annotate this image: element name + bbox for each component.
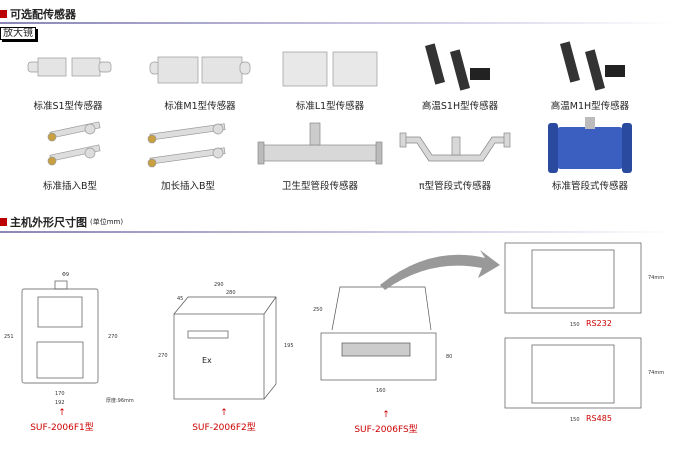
dim-label: 250 [313,307,323,313]
sensor-m1h-image [559,41,625,91]
sensor-l1-image [282,51,378,87]
model-name: SUF-2006FS型 [354,425,418,435]
model-name: RS485 [586,414,612,423]
sensor-label: 加长插入B型 [160,181,216,192]
f2-drawing [173,296,277,400]
sensor-extended-b-image [147,123,226,168]
terminal-panels [504,242,642,409]
sensor-label: 标准管段式传感器 [551,181,628,192]
dim-label: 280 [226,290,236,296]
dim-label: 80 [446,354,453,360]
sensor-insert-b-image [47,121,101,166]
dim-label: 160 [376,388,386,394]
sensor-images-row1 [27,41,625,91]
bullet-icon [0,10,7,18]
sensor-label: 标准S1型传感器 [33,101,103,112]
unit-text: (单位mm) [90,218,124,226]
sensor-pi-image [399,132,511,162]
dim-label: 170 [55,391,65,397]
sensor-m1-image [149,56,251,84]
sensor-label: 标准插入B型 [42,181,98,192]
sensor-s1-image [27,57,112,77]
dim-label: 270 [108,334,118,340]
sensor-label: π型管段式传感器 [418,181,492,192]
title-text: 主机外形尺寸图 [10,216,87,229]
divider [0,231,675,233]
dim-label: 270 [158,353,168,359]
fs-drawing [320,286,437,381]
dim-label: 150 [570,417,580,423]
ex-mark: Ex [202,356,212,365]
arrow-up-icon: ↑ [58,408,66,418]
dim-label: 150 [570,322,580,328]
dim-label: 251 [4,334,14,340]
dim-label: 74mm [648,275,665,281]
sensor-s1h-image [424,43,490,91]
dim-label: 厚度:96mm [106,398,134,404]
dim-label: 45 [177,296,184,302]
arrow-up-icon: ↑ [220,408,228,418]
dim-label: 290 [214,282,224,288]
model-name: SUF-2006F2型 [192,423,256,433]
sensor-label: 标准M1型传感器 [164,101,236,112]
model-name: SUF-2006F1型 [30,423,94,433]
section-title-dimensions: 主机外形尺寸图(单位mm) [0,214,123,230]
magnifier-button[interactable]: 放大镜 [0,27,36,40]
sensor-sanitary-image [257,122,383,165]
sensor-images-row2 [47,117,632,173]
sensor-label: 高温M1H型传感器 [550,101,630,112]
title-text: 可选配传感器 [10,8,76,21]
model-name: RS232 [586,319,612,328]
section-title-sensors: 可选配传感器 [0,6,76,22]
dim-label: 192 [55,400,65,406]
arrow-up-icon: ↑ [382,410,390,420]
sensor-label: 高温S1H型传感器 [421,101,499,112]
sensor-pipe-image [548,117,632,173]
sensor-label: 卫生型管段传感器 [281,181,358,192]
dim-label: Φ9 [62,272,70,278]
bullet-icon [0,218,7,226]
f1-drawing [21,280,99,384]
dim-label: 195 [284,343,294,349]
divider [0,22,675,24]
sensor-label: 标准L1型传感器 [295,101,365,112]
big-arrow [380,250,500,290]
dim-label: 74mm [648,370,665,376]
